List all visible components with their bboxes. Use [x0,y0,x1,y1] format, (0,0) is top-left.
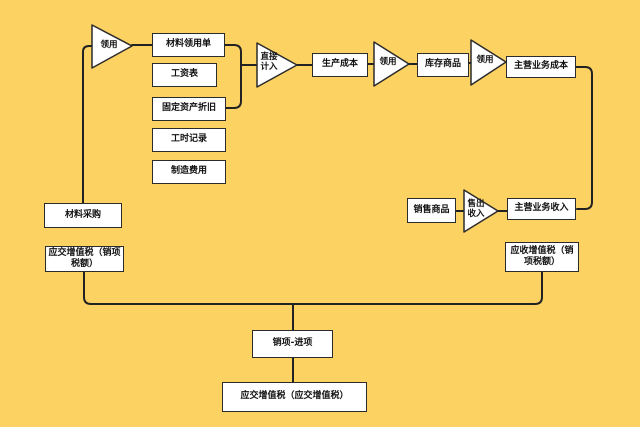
node-manufacturing-overhead: 制造费用 [152,160,226,184]
node-main-business-income: 主营业务收入 [507,198,576,220]
arrow-use-1-icon [91,24,133,69]
arrow-use-2-icon [373,41,410,87]
node-vat-payable-final: 应交增值税（应交增值税） [222,382,367,412]
node-material-procurement: 材料采购 [44,203,122,228]
node-timesheet: 工时记录 [152,128,226,152]
node-fixed-asset-depreciation: 固定资产折旧 [152,97,226,121]
arrow-sold-income-icon [463,189,499,233]
arrow-direct-entry-icon [256,42,298,88]
connector-cost-to-income [575,66,593,210]
arrow-label-sold-income: 售出收入 [467,199,485,220]
node-main-business-cost: 主营业务成本 [506,56,576,78]
connector-requisition-depreciation-merge [224,44,242,109]
arrow-label-use-2: 领用 [379,57,397,67]
arrow-label-direct-entry: 直接计入 [260,52,278,73]
node-production-cost: 生产成本 [312,53,368,77]
node-vat-payable-output-tax: 应交增值税（销项税额） [45,246,124,272]
node-output-minus-input: 销项-进项 [252,330,333,358]
arrow-label-use-3: 领用 [476,55,494,65]
node-material-requisition: 材料领用单 [152,33,225,57]
node-sell-goods: 销售商品 [407,198,456,223]
arrow-label-use-1: 领用 [100,40,118,50]
arrow-use-3-icon [470,39,507,86]
connector-procurement-to-use1 [82,45,93,204]
node-inventory-goods: 库存商品 [417,53,469,77]
node-vat-receivable-output-tax: 应收增值税（销项税额） [505,242,579,272]
connector-vat-bottom-bus [83,271,543,305]
node-payroll: 工资表 [152,63,217,87]
